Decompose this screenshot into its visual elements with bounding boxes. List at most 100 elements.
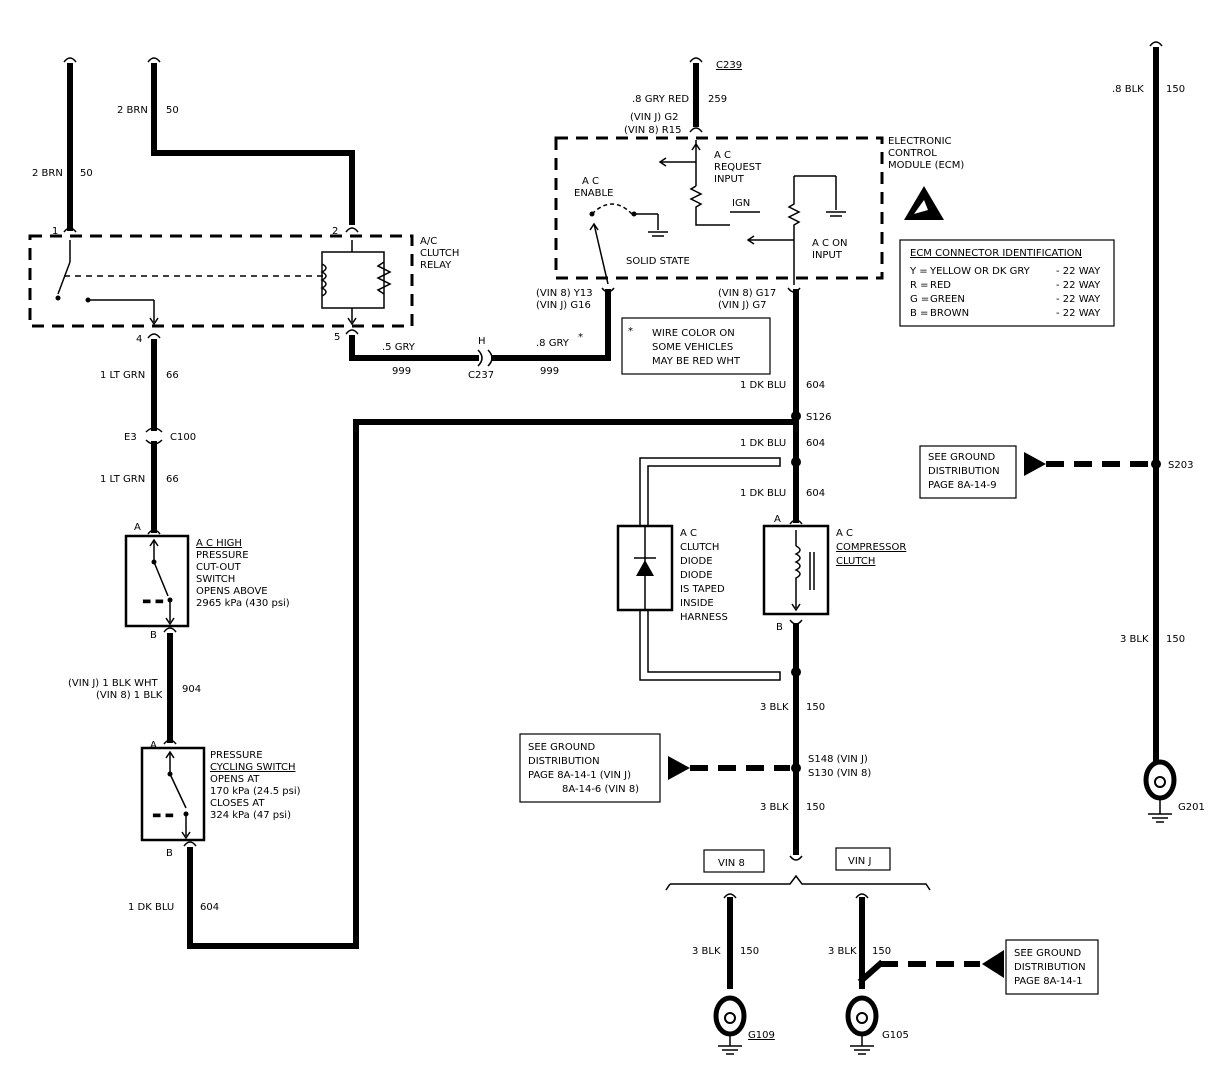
circuit-num-50-left: 50 [80,168,93,179]
ecm-connector-id-table: ECM CONNECTOR IDENTIFICATION Y = YELLOW … [899,239,1115,327]
ecm-request-1: A C [714,150,731,161]
wire-label-3blk-c: 3 BLK [1120,634,1149,645]
wire-label-5gry: .5 GRY [382,342,416,353]
circuit-num-150-a: 150 [806,702,825,713]
ecm-pin-r15: (VIN 8) R15 [624,125,681,136]
g109-label: G109 [748,1030,775,1041]
note-line-1: WIRE COLOR ON [652,328,735,339]
wire-999-right [491,289,611,361]
hp-label-6: 2965 kPa (430 psi) [196,598,290,609]
diode-label-5: IS TAPED [680,584,725,595]
wire-label-8blk: .8 BLK [1112,84,1144,95]
ecm-on-input-2: INPUT [812,250,843,261]
wire-label-8gry: .8 GRY [536,338,570,349]
ecm-id-row-3-color: BROWN [930,308,969,319]
wire-label-1dkblu-a: 1 DK BLU [740,380,786,391]
s148-ref-1: SEE GROUND [528,742,596,753]
diode-label-4: DIODE [680,570,713,581]
ac-compressor-clutch: A B A C COMPRESSOR CLUTCH [762,514,906,633]
ecm-request-3: INPUT [714,174,745,185]
ground-g109-icon: G109 [713,995,775,1055]
c239-label: C239 [716,60,742,71]
ecm-solid-state: SOLID STATE [626,256,690,267]
wire-50-top [151,63,355,225]
diode-label-7: HARNESS [680,612,728,623]
circuit-num-259: 259 [708,94,727,105]
ecm-pin-g16: (VIN J) G16 [536,300,591,311]
ecm-module: ELECTRONIC CONTROL MODULE (ECM) A C REQU… [554,136,964,285]
circuit-num-904: 904 [182,684,201,695]
wire-999-left [349,335,479,361]
cycling-pin-a: A [150,740,157,751]
cycling-label-2: CYCLING SWITCH [210,762,296,773]
ground-ref-g105: SEE GROUND DISTRIBUTION PAGE 8A-14-1 [880,939,1099,995]
relay-title-2: CLUTCH [420,248,459,259]
wire-label-1dkblu-c: 1 DK BLU [740,488,786,499]
circuit-num-604-b: 604 [806,438,825,449]
cycling-label-6: 324 kPa (47 psi) [210,810,291,821]
wire-label-3blk-a: 3 BLK [760,702,789,713]
circuit-num-150-c: 150 [1166,634,1185,645]
clutch-label-3: CLUTCH [836,556,875,567]
wire-label-2brn-top: 2 BRN [117,105,148,116]
ground-ref-s148: SEE GROUND DISTRIBUTION PAGE 8A-14-1 (VI… [519,733,790,803]
circuit-num-150-right: 150 [1166,84,1185,95]
relay-pin-5: 5 [334,332,340,343]
c100-label: C100 [170,432,196,443]
cycling-label-1: PRESSURE [210,750,263,761]
pressure-cycling-switch: A ▬ ▬ B PRESSURE CYCLING SWITCH OPENS AT… [140,739,301,859]
relay-pin-2: 2 [332,226,338,237]
hp-pin-b: B [150,630,157,641]
ecm-ac-enable-2: ENABLE [574,188,613,199]
ecm-id-row-2-code: G = [910,294,929,305]
ecm-id-row-3-code: B = [910,308,928,319]
ecm-title-3: MODULE (ECM) [888,160,964,171]
ecm-ign: IGN [732,198,750,209]
g105-label: G105 [882,1030,909,1041]
diode-label-3: DIODE [680,556,713,567]
wire-label-904-vin8: (VIN 8) 1 BLK [96,690,163,701]
vin8-label: VIN 8 [718,858,745,869]
high-pressure-cutout-switch: A ▬ ▬ B A C HIGH PRESSURE CUT-OUT SWITCH… [124,522,290,641]
s203-ref-1: SEE GROUND [928,452,996,463]
g105-ref-3: PAGE 8A-14-1 [1014,976,1083,987]
circuit-num-50-top: 50 [166,105,179,116]
ecm-pin-g7: (VIN J) G7 [718,300,767,311]
relay-title-1: A/C [420,236,437,247]
ecm-ac-enable-1: A C [582,176,599,187]
svg-text:▬ ▬: ▬ ▬ [152,810,174,821]
s203-ref-2: DISTRIBUTION [928,466,1000,477]
note-line-2: SOME VEHICLES [652,342,733,353]
hp-label-1: A C HIGH [196,538,242,549]
ecm-request-2: REQUEST [714,162,762,173]
ecm-pin-g17: (VIN 8) G17 [718,288,776,299]
ecm-id-row-2-color: GREEN [930,294,965,305]
svg-text:▬ ▬: ▬ ▬ [142,596,164,607]
circuit-num-999-b: 999 [540,366,559,377]
ecm-id-row-0-color: YELLOW OR DK GRY [929,266,1031,277]
circuit-num-604-d: 604 [200,902,219,913]
cycling-label-5: CLOSES AT [210,798,265,809]
wire-label-3blk-g109: 3 BLK [692,946,721,957]
ground-g201-icon: G201 [1143,759,1205,823]
splice-s126-label: S126 [806,412,831,423]
wire-label-1dkblu-b: 1 DK BLU [740,438,786,449]
diode-label-2: CLUTCH [680,542,719,553]
circuit-num-66-b: 66 [166,474,179,485]
diode-label-6: INSIDE [680,598,714,609]
wire-label-3blk-b: 3 BLK [760,802,789,813]
clutch-pin-b: B [776,622,783,633]
ecm-on-input-1: A C ON [812,238,848,249]
splice-s126 [791,411,801,421]
circuit-num-150-g105: 150 [872,946,891,957]
g201-label: G201 [1178,802,1205,813]
splice-s148-s130 [791,763,801,773]
relay-pin-1: 1 [52,226,58,237]
clutch-pin-a: A [774,514,781,525]
wire-label-1dkblu-d: 1 DK BLU [128,902,174,913]
c237-pin-h: H [478,336,486,347]
ecm-id-row-3-way: - 22 WAY [1056,308,1101,319]
hp-label-3: CUT-OUT [196,562,242,573]
